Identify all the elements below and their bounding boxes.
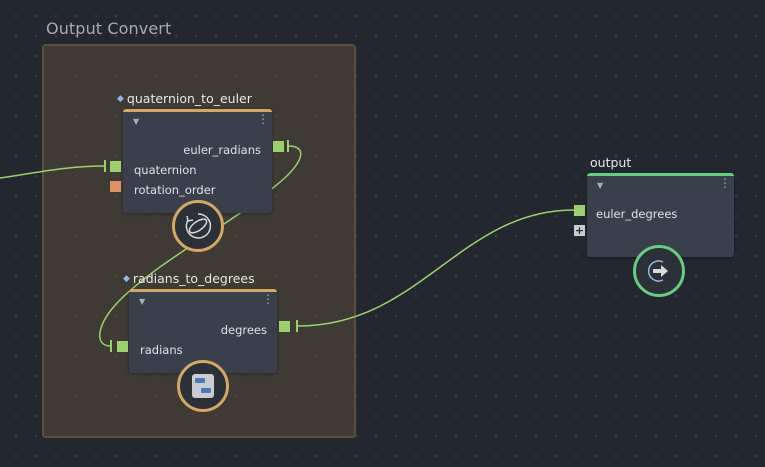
port-label-quaternion: quaternion xyxy=(134,163,197,177)
node-title-radians-to-degrees[interactable]: ◆radians_to_degrees xyxy=(123,271,255,286)
node-menu-icon[interactable]: ⋮ xyxy=(719,176,731,190)
rotation-icon xyxy=(185,213,212,239)
collapse-arrow-icon[interactable]: ▼ xyxy=(597,181,604,190)
node-icon-quaternion-to-euler[interactable] xyxy=(172,200,224,252)
collapse-arrow-icon[interactable]: ▼ xyxy=(139,297,146,306)
port-bar xyxy=(104,160,106,172)
port-label-rotation-order: rotation_order xyxy=(134,183,216,197)
node-icon-output[interactable] xyxy=(633,245,685,297)
input-port-radians[interactable] xyxy=(117,341,128,352)
node-diamond-icon: ◆ xyxy=(123,274,130,284)
port-bar xyxy=(110,340,112,352)
input-port-quaternion[interactable] xyxy=(110,161,121,172)
node-menu-icon[interactable]: ⋮ xyxy=(262,292,274,306)
node-quaternion-to-euler[interactable]: ▼ ⋮ euler_radians quaternion rotation_or… xyxy=(123,109,272,213)
output-arrow-icon xyxy=(647,260,668,282)
node-diamond-icon: ◆ xyxy=(117,94,124,104)
node-output[interactable]: ▼ ⋮ euler_degrees xyxy=(587,173,734,257)
collapse-arrow-icon[interactable]: ▼ xyxy=(133,117,140,126)
port-bar xyxy=(296,320,298,332)
add-port-button[interactable]: + xyxy=(574,224,585,237)
port-label-euler-degrees: euler_degrees xyxy=(596,207,678,221)
port-label-euler-radians: euler_radians xyxy=(183,143,261,157)
node-title-quaternion-to-euler[interactable]: ◆quaternion_to_euler xyxy=(117,91,252,106)
node-icon-radians-to-degrees[interactable] xyxy=(177,360,229,412)
node-menu-icon[interactable]: ⋮ xyxy=(257,112,269,126)
input-port-rotation-order[interactable] xyxy=(110,181,121,192)
node-radians-to-degrees[interactable]: ▼ ⋮ degrees radians xyxy=(129,289,277,373)
port-label-radians: radians xyxy=(140,343,183,357)
output-port-degrees[interactable] xyxy=(279,321,290,332)
port-label-degrees: degrees xyxy=(220,323,267,337)
group-title[interactable]: Output Convert xyxy=(46,19,172,38)
calculator-icon xyxy=(192,374,214,398)
input-port-euler-degrees[interactable] xyxy=(574,205,585,216)
node-title-output[interactable]: output xyxy=(590,155,632,170)
output-port-euler-radians[interactable] xyxy=(273,141,284,152)
port-bar xyxy=(287,140,289,152)
